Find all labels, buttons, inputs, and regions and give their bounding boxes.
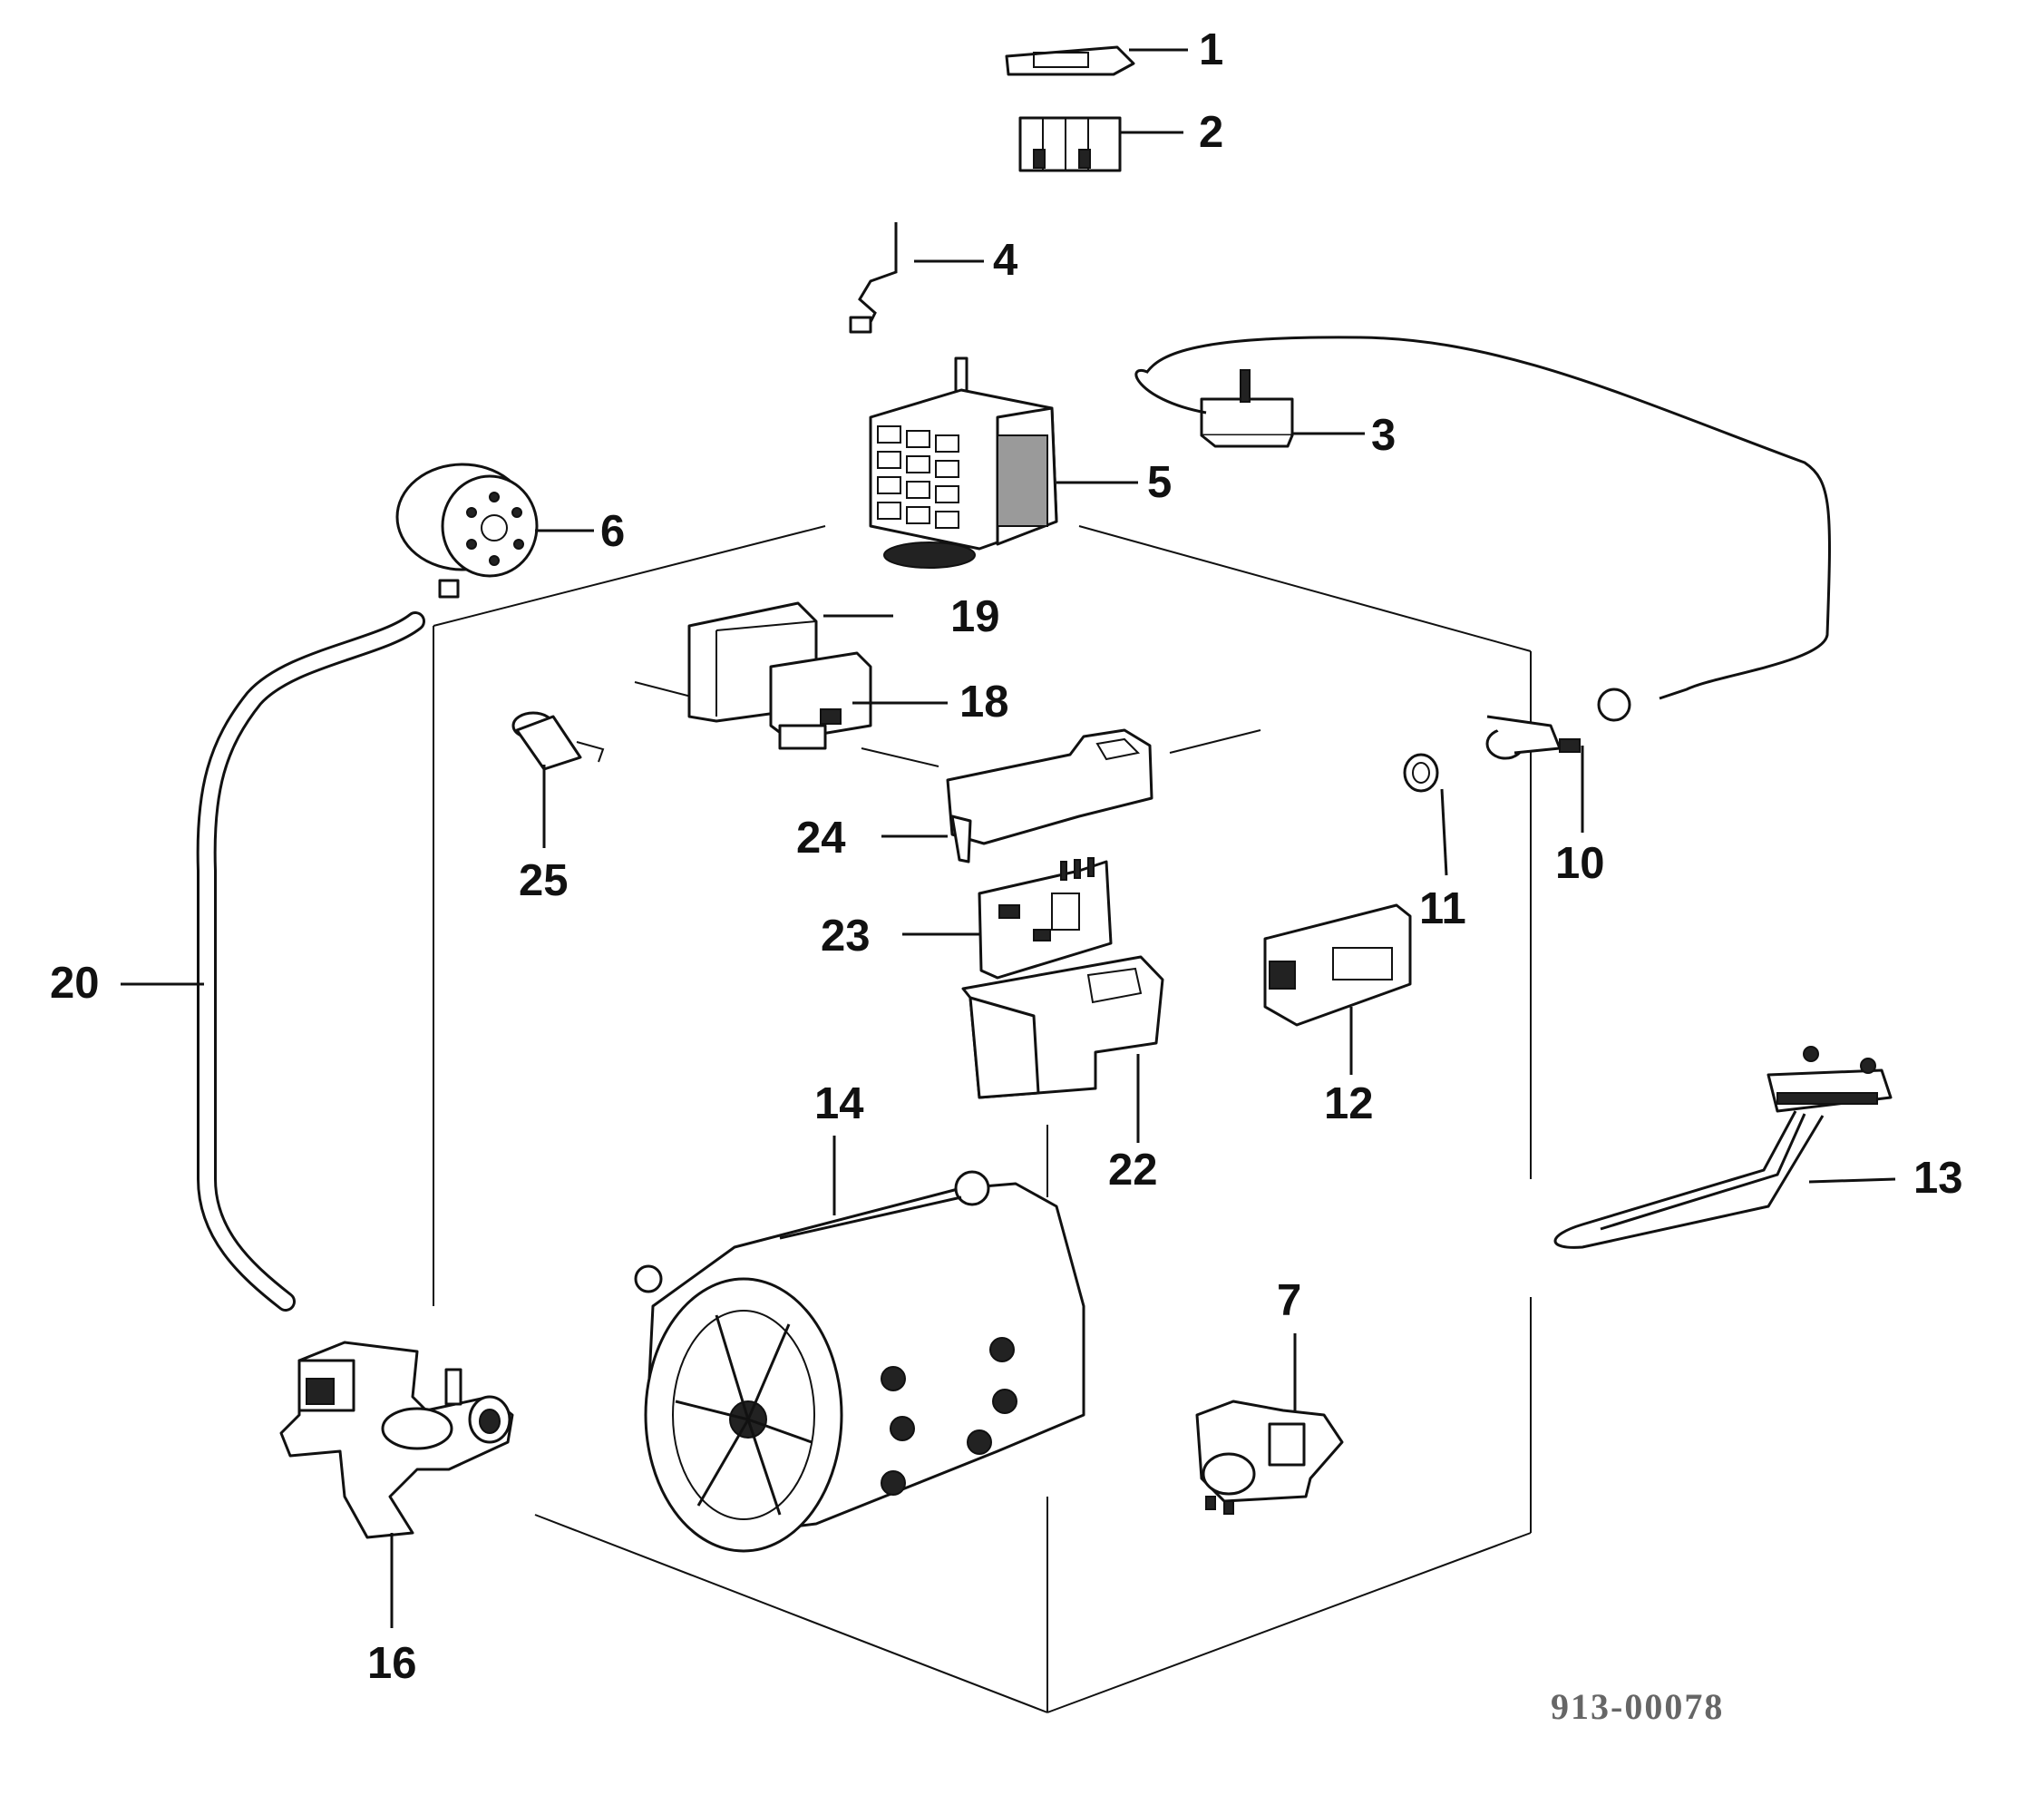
- callout-19: 18: [959, 678, 1009, 727]
- door-interlock-part: [1263, 903, 1412, 1027]
- callout-3: 3: [1371, 411, 1396, 460]
- callout-22: 22: [1108, 1146, 1158, 1195]
- callout-23: 23: [821, 912, 871, 961]
- callout-1: 1: [1199, 25, 1223, 74]
- heating-element-part: [1553, 1046, 1893, 1249]
- callout-13: 13: [1913, 1154, 1963, 1203]
- electronic-module-part: [978, 857, 1113, 980]
- callout-10: 10: [1555, 839, 1605, 888]
- pump-motor-part: [395, 463, 539, 599]
- callout-5: 5: [1147, 458, 1172, 507]
- drain-hose-part: [196, 611, 425, 1312]
- callout-6: 6: [600, 507, 625, 556]
- water-valve-part: [1195, 1400, 1344, 1515]
- callout-18: 20: [50, 959, 100, 1008]
- callout-11: 11: [1419, 884, 1466, 933]
- leader-lines: [121, 48, 1896, 1628]
- document-number: 913-00078: [1551, 1686, 1724, 1727]
- switch-part: [769, 651, 872, 750]
- callout-labels: 1 2 4 3 5 6 19 18 25 24 23 11 10 12 13 2…: [50, 25, 1963, 1727]
- terminal-block-part: [1018, 116, 1122, 172]
- grommet-part: [1403, 753, 1439, 793]
- callout-2: 2: [1199, 108, 1223, 157]
- thermostat-sensor-part: [1485, 715, 1581, 760]
- callout-24: 24: [796, 814, 846, 863]
- callout-7: 7: [1277, 1276, 1301, 1325]
- module-housing-part: [961, 955, 1164, 1099]
- drain-pump-part: [279, 1341, 514, 1539]
- drive-motor-part: [634, 1170, 1085, 1553]
- capacitor-part: [511, 711, 605, 771]
- callout-16: 16: [367, 1639, 417, 1688]
- callout-12: 12: [1324, 1079, 1374, 1128]
- module-cover-part: [946, 728, 1153, 863]
- callout-14: 14: [814, 1079, 864, 1128]
- thermostat-capillary-part: [1134, 336, 1831, 722]
- top-cover-part: [1005, 45, 1135, 76]
- wire-link-part: [849, 222, 898, 334]
- callout-25: 25: [519, 856, 569, 905]
- callout-4: 4: [993, 236, 1017, 285]
- callout-20: 19: [950, 592, 1000, 641]
- programme-timer-part: [869, 356, 1058, 569]
